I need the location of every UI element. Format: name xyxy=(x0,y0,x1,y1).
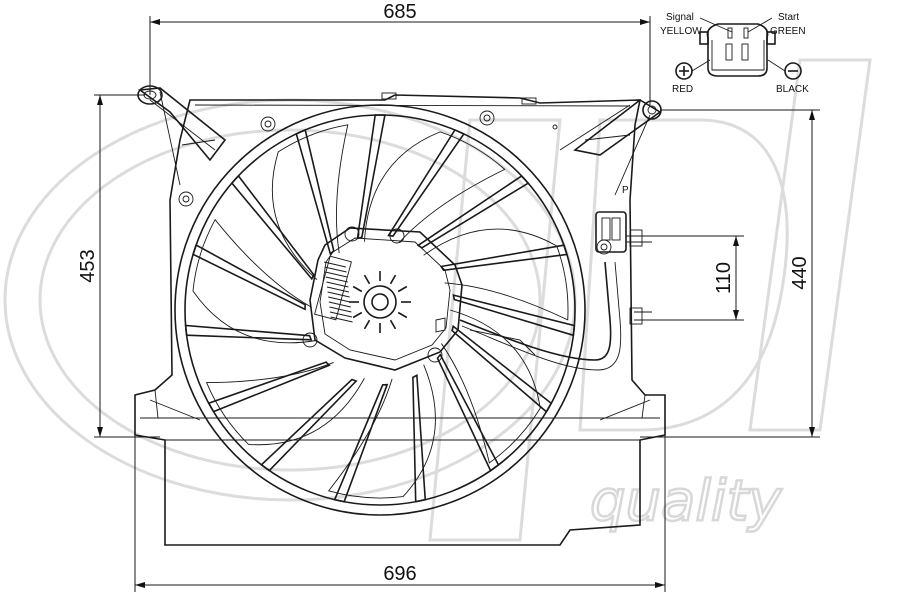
hub-ray xyxy=(389,319,397,330)
fan-spoke xyxy=(451,324,553,413)
hub-ray xyxy=(397,285,408,293)
fan-spoke xyxy=(230,174,315,281)
svg-text:P: P xyxy=(622,185,629,196)
hub-fin xyxy=(327,291,350,298)
fan-spoke xyxy=(184,324,313,341)
hub-fin xyxy=(330,316,353,323)
wire-harness xyxy=(459,261,622,371)
hub-fin xyxy=(328,296,351,303)
motor-hub xyxy=(302,226,463,371)
fan-spoke xyxy=(436,353,500,472)
dimension-110-label: 110 xyxy=(713,262,735,294)
fan-spoke xyxy=(333,383,389,503)
positive-color-label: RED xyxy=(672,84,693,95)
fan-blades xyxy=(192,124,569,499)
fan-spoke xyxy=(387,128,465,237)
fan-spoke xyxy=(207,361,331,413)
hub-cooling-fins xyxy=(323,261,353,323)
dimension-bottom-width: 696 xyxy=(134,420,666,592)
fan-blade xyxy=(423,228,569,321)
hub-ray xyxy=(397,311,408,319)
signal-label: Signal xyxy=(666,12,694,23)
hub-fin xyxy=(329,311,353,318)
fan-spokes xyxy=(184,114,576,503)
hub-fin xyxy=(324,266,347,273)
hub-fin xyxy=(326,286,350,293)
fan-blade xyxy=(205,362,365,446)
signal-color-label: YELLOW xyxy=(660,26,702,37)
dimension-right-height: 440 xyxy=(640,109,820,438)
fan-spoke xyxy=(260,378,358,472)
negative-color-label: BLACK xyxy=(776,84,809,95)
motor-connector: P xyxy=(595,185,652,325)
dimension-453-label: 453 xyxy=(77,249,99,282)
dimension-685-label: 685 xyxy=(383,1,416,23)
fan-blade xyxy=(363,131,506,243)
fan-spoke xyxy=(439,244,568,272)
fan-spoke xyxy=(192,243,306,311)
hub-ray xyxy=(389,274,397,285)
hub-fin xyxy=(325,271,348,278)
fan-spoke xyxy=(416,174,530,249)
hub-fin xyxy=(323,261,347,268)
fan-spoke xyxy=(295,128,335,256)
hub-ray xyxy=(363,319,371,330)
dimension-left-height: 453 xyxy=(77,94,160,438)
dimension-696-label: 696 xyxy=(383,563,416,585)
hub-ray xyxy=(352,311,363,319)
hub-fin xyxy=(326,281,349,288)
hub-fin xyxy=(328,301,351,308)
dimension-440-label: 440 xyxy=(789,256,811,289)
dimension-connector-spacing: 110 xyxy=(650,235,744,321)
start-color-label: GREEN xyxy=(770,26,806,37)
fan-spoke xyxy=(412,374,427,503)
dimension-top-width: 685 xyxy=(149,1,651,105)
start-label: Start xyxy=(778,12,799,23)
watermark-logo: quality xyxy=(3,58,872,542)
hub-ray xyxy=(363,274,371,285)
hub-sun-marking xyxy=(349,271,411,333)
hub-ray xyxy=(352,285,363,293)
watermark-text: quality xyxy=(590,469,782,534)
fan-blade xyxy=(192,218,318,344)
connector-pinout-inset: Signal YELLOW Start GREEN RED BLACK xyxy=(660,12,809,95)
fan-spoke xyxy=(452,294,576,337)
fan-spoke xyxy=(356,114,386,240)
hub-fin xyxy=(329,306,352,313)
hub-fin xyxy=(325,276,348,283)
